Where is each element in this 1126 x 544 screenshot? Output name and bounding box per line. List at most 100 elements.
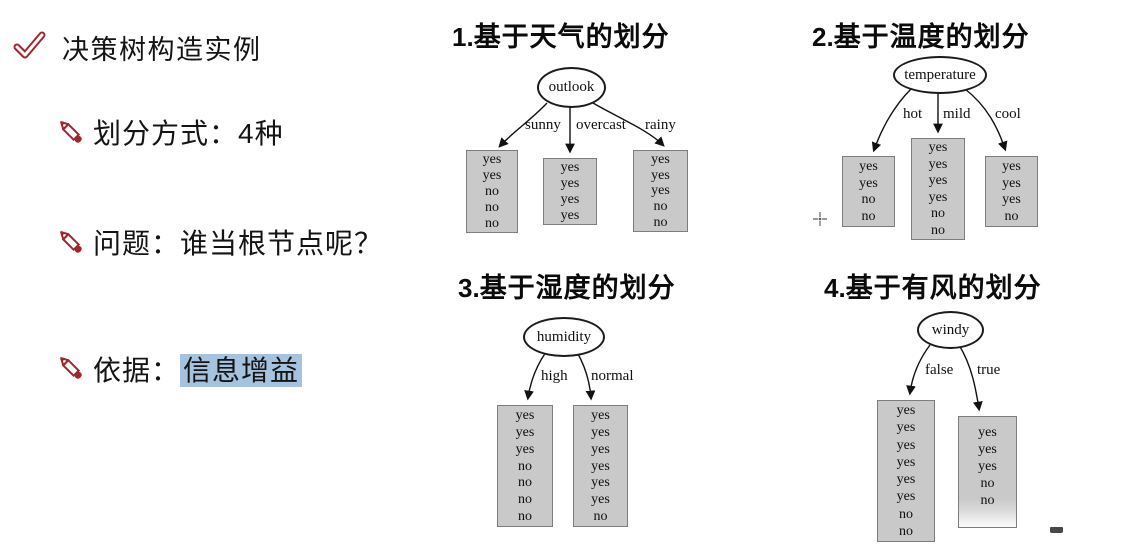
bullet-split-methods: 划分方式：4种 xyxy=(93,118,284,149)
leaf-value: yes xyxy=(560,176,580,191)
leaf-value: no xyxy=(485,184,499,199)
leaf-value: no xyxy=(485,216,499,231)
root-node-temperature: temperature xyxy=(893,56,987,94)
root-node-windy: windy xyxy=(917,311,984,349)
leaf-value: yes xyxy=(978,459,997,474)
leaf-value: no xyxy=(861,209,876,225)
leaf-value: yes xyxy=(651,151,670,167)
branch-label-sunny: sunny xyxy=(525,117,561,133)
leaf-value: yes xyxy=(482,152,502,167)
bullet-basis: 依据：信息增益 xyxy=(93,349,303,389)
leaf-value: yes xyxy=(896,489,916,505)
leaf-value: no xyxy=(485,200,499,215)
leaf-value: yes xyxy=(928,140,948,156)
leaf-value: yes xyxy=(978,442,997,457)
tree-title: 4.基于有风的划分 xyxy=(824,266,1042,305)
leaf-value: yes xyxy=(1002,175,1021,191)
leaf-value: yes xyxy=(928,189,948,205)
tree-number: 2. xyxy=(812,22,834,52)
crosshair-cursor-icon xyxy=(812,211,828,227)
leaf-value: no xyxy=(980,476,995,491)
leaf-value: no xyxy=(518,492,532,508)
branch-label-false: false xyxy=(925,362,954,378)
leaf-value: no xyxy=(899,523,913,539)
leaf-value: yes xyxy=(560,160,580,175)
leaf-value: yes xyxy=(1002,192,1021,208)
leaf-value: no xyxy=(518,458,532,474)
tree-number: 3. xyxy=(458,273,480,303)
leaf-value: yes xyxy=(859,175,878,191)
leaf-value: yes xyxy=(591,458,610,474)
leaf-value: yes xyxy=(896,454,916,470)
leaf-value: yes xyxy=(515,424,535,440)
leaf-value: yes xyxy=(859,158,878,174)
leaf-value: yes xyxy=(591,492,610,508)
leaf-value: no xyxy=(593,509,608,525)
pencil-icon xyxy=(55,116,87,148)
highlight-info-gain: 信息增益 xyxy=(180,354,303,387)
leaf-value: no xyxy=(653,199,668,215)
branch-label-hot: hot xyxy=(903,106,923,122)
branch-label-overcast: overcast xyxy=(576,117,626,133)
tree-title-text: 基于温度的划分 xyxy=(833,22,1030,52)
branch-label-normal: normal xyxy=(591,368,634,384)
leaf-value: no xyxy=(653,215,668,231)
tree-title: 1.基于天气的划分 xyxy=(452,15,670,54)
leaf-value: no xyxy=(1004,209,1019,225)
leaf-value: yes xyxy=(591,475,610,491)
leaf-value: yes xyxy=(896,420,916,436)
tree-title: 2.基于温度的划分 xyxy=(812,15,1030,54)
leaf-value: yes xyxy=(928,156,948,172)
leaf-value: no xyxy=(931,206,945,222)
leaf-value: yes xyxy=(928,173,948,189)
leaf-value: no xyxy=(518,475,532,491)
leaf-box-true: yes yes yes no no xyxy=(958,416,1017,528)
tree-title: 3.基于湿度的划分 xyxy=(458,266,676,305)
root-node-humidity: humidity xyxy=(523,317,605,357)
leaf-value: yes xyxy=(896,403,916,419)
bullet-root-question: 问题：谁当根节点呢？ xyxy=(93,228,384,259)
root-node-outlook: outlook xyxy=(537,67,606,108)
leaf-value: yes xyxy=(515,441,535,457)
tree-number: 4. xyxy=(824,273,846,303)
leaf-value: no xyxy=(861,192,876,208)
double-check-icon xyxy=(12,31,48,61)
leaf-value: no xyxy=(899,506,913,522)
branch-label-rainy: rainy xyxy=(645,117,676,133)
leaf-value: yes xyxy=(560,208,580,223)
leaf-value: no xyxy=(931,222,945,238)
tree-title-text: 基于湿度的划分 xyxy=(479,273,676,303)
leaf-value: yes xyxy=(591,407,610,423)
leaf-value: yes xyxy=(978,425,997,440)
leaf-value: no xyxy=(518,509,532,525)
screen-artifact-mark xyxy=(1050,527,1063,533)
tree-title-text: 基于天气的划分 xyxy=(473,22,670,52)
leaf-value: yes xyxy=(591,441,610,457)
branch-label-cool: cool xyxy=(995,106,1021,122)
leaf-value: yes xyxy=(896,437,916,453)
leaf-value: yes xyxy=(560,192,580,207)
branch-label-high: high xyxy=(541,368,568,384)
leaf-value: yes xyxy=(482,168,502,183)
leaf-value: yes xyxy=(515,407,535,423)
leaf-value: yes xyxy=(1002,158,1021,174)
pencil-icon xyxy=(55,352,87,384)
slide-heading: 决策树构造实例 xyxy=(62,35,262,65)
leaf-value: yes xyxy=(896,472,916,488)
bullet-basis-prefix: 依据： xyxy=(93,355,181,386)
pencil-icon xyxy=(55,226,87,258)
leaf-value: yes xyxy=(651,183,670,199)
leaf-value: no xyxy=(980,493,995,508)
tree-number: 1. xyxy=(452,22,474,52)
leaf-value: yes xyxy=(651,167,670,183)
